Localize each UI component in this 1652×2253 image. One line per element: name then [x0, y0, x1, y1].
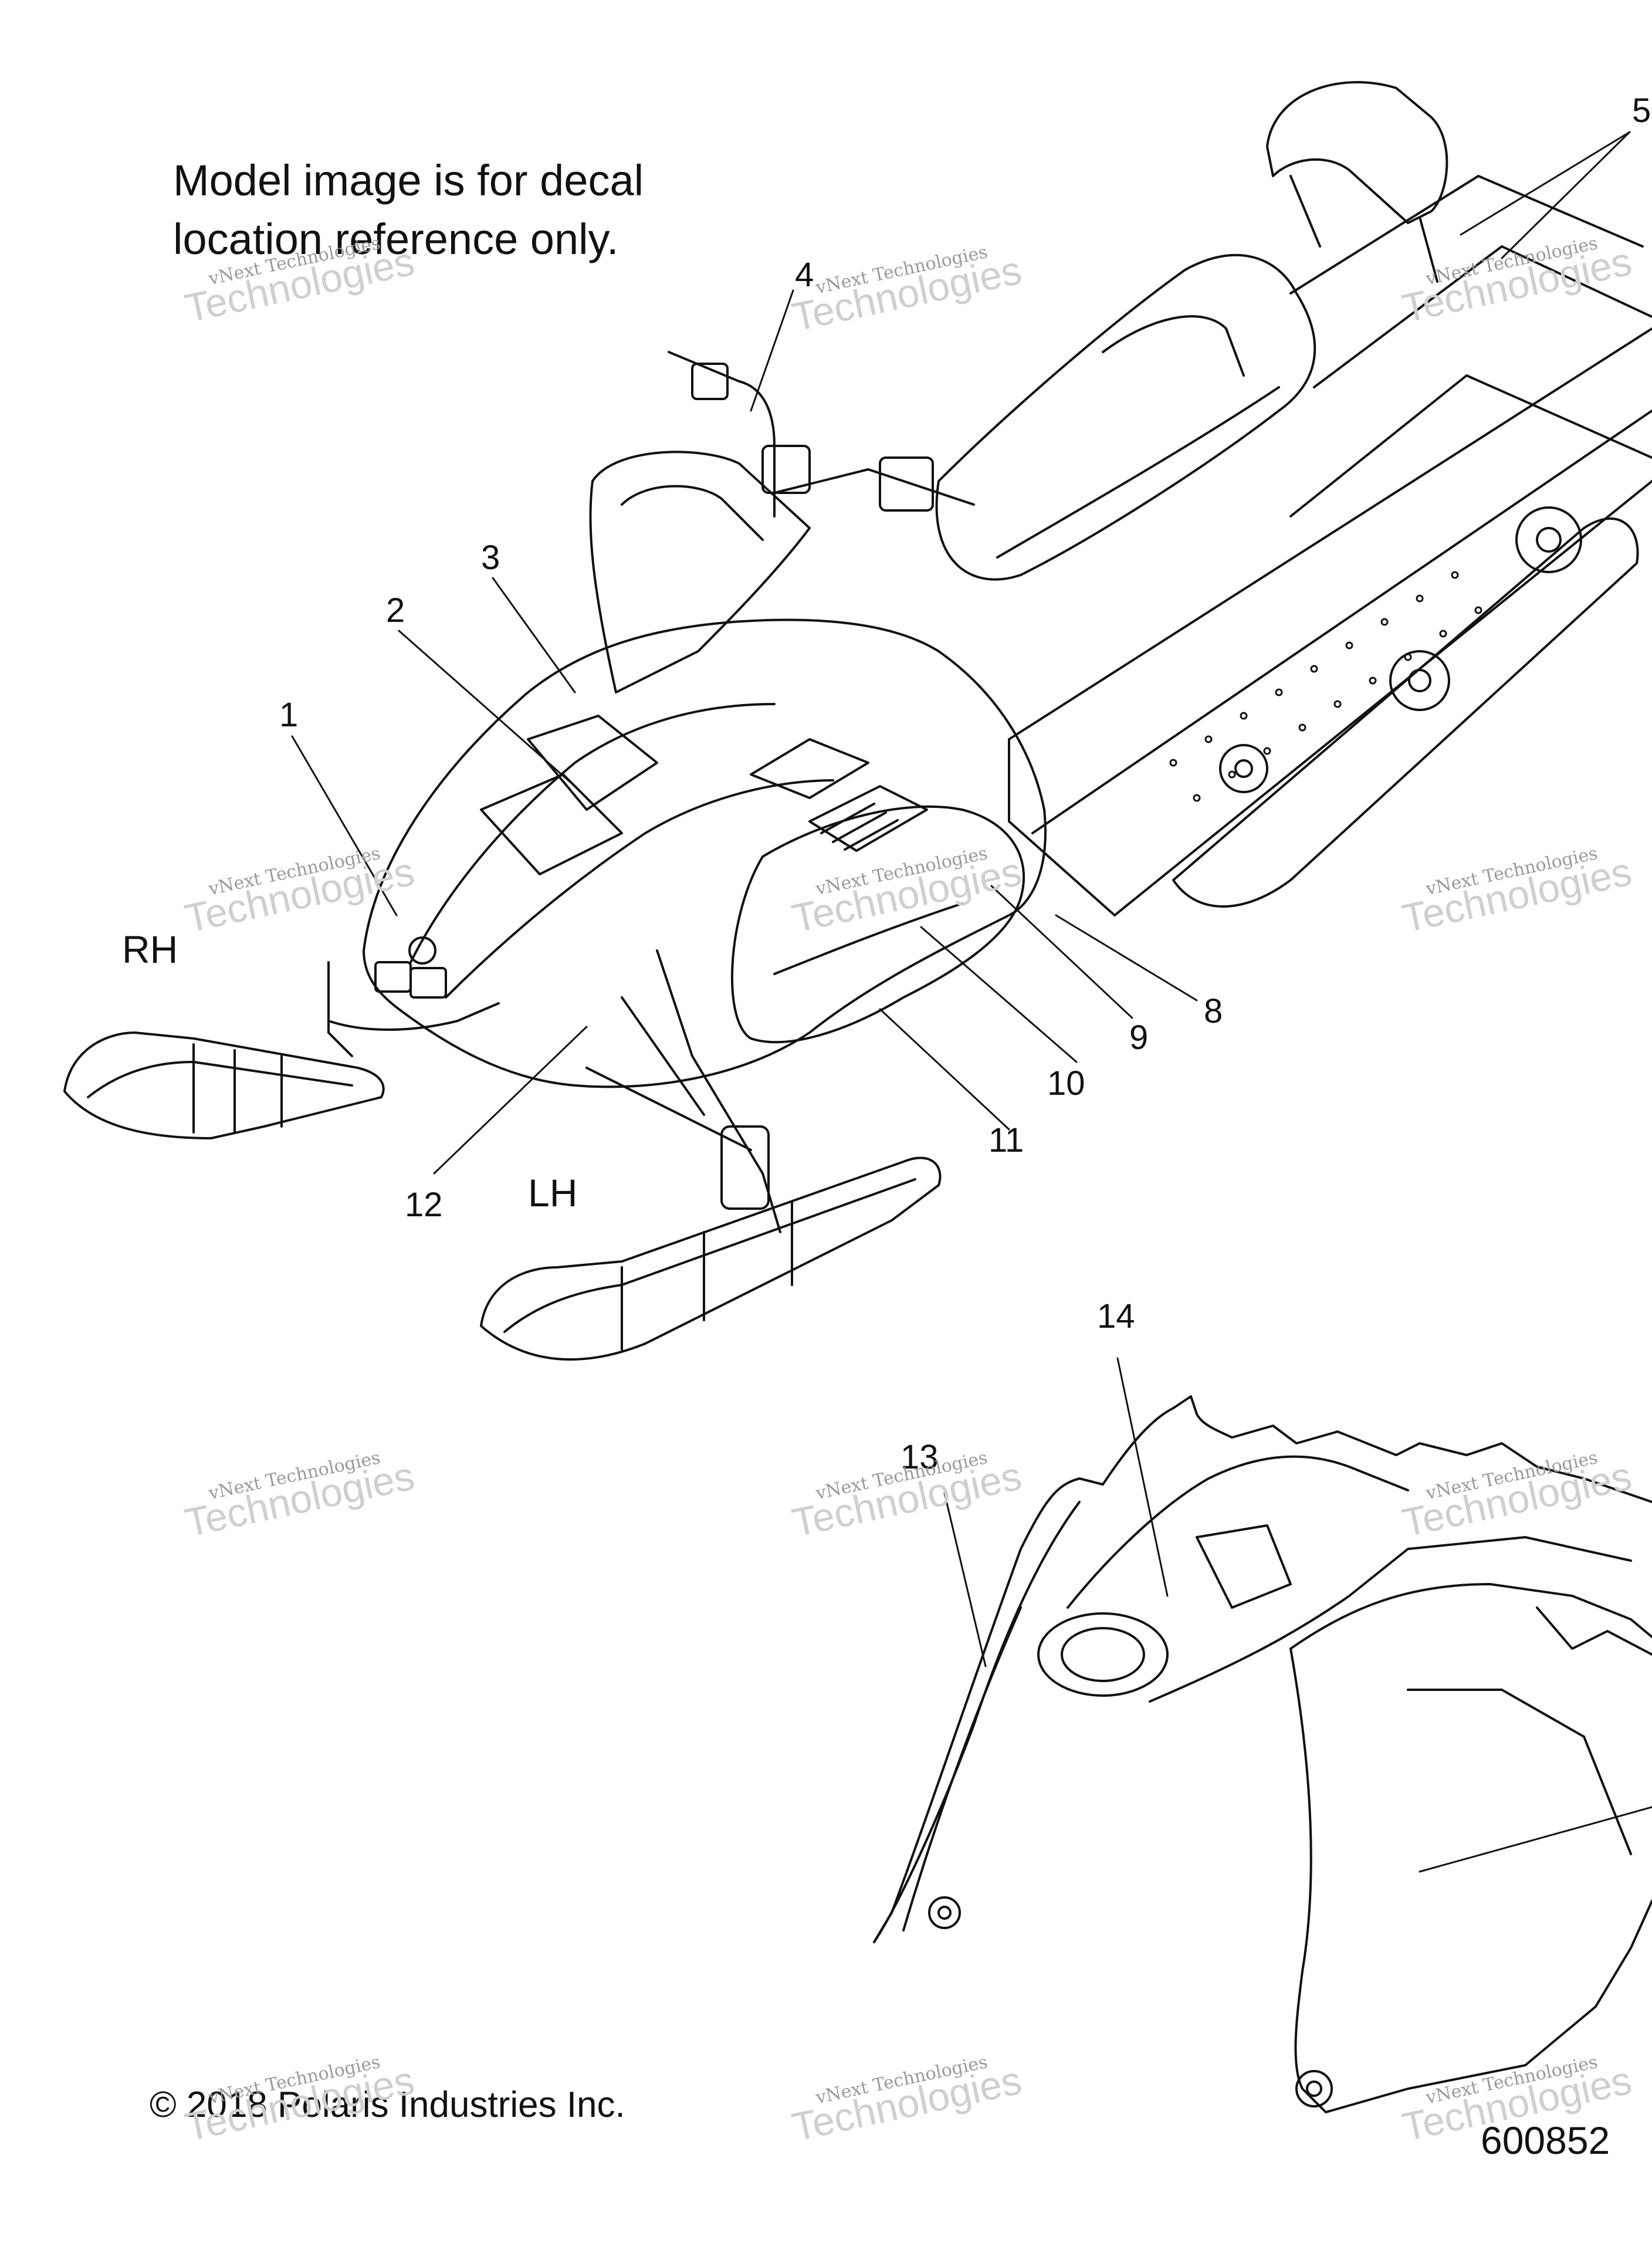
hood-side-panel-outline [873, 1395, 1652, 2113]
callout-10: 10 [1047, 1064, 1085, 1102]
document-number: 600852 [1481, 2119, 1610, 2162]
copyright-notice: © 2018 Polaris Industries Inc. [150, 2085, 625, 2125]
callout-leaders-lower [943, 1357, 1652, 1873]
callout-12: 12 [405, 1186, 443, 1224]
callout-13: 13 [901, 1438, 939, 1476]
callout-2: 2 [386, 591, 405, 630]
reference-note-line-1: Model image is for decal [173, 156, 644, 205]
reference-note-line-2: location reference only. [173, 215, 619, 263]
callout-11: 11 [989, 1121, 1024, 1159]
callout-8: 8 [1204, 992, 1223, 1030]
callout-3: 3 [481, 539, 500, 577]
callout-14: 14 [1097, 1297, 1135, 1335]
callout-9: 9 [1129, 1019, 1149, 1057]
callout-1: 1 [279, 696, 299, 734]
side-label-lh: LH [528, 1171, 578, 1215]
reference-note: Model image is for decal location refere… [173, 151, 644, 269]
snowmobile-outline [63, 81, 1652, 1361]
side-label-rh: RH [122, 928, 178, 971]
callout-leaders-upper [291, 131, 1631, 1175]
callout-4: 4 [795, 256, 814, 294]
callout-5: 5 [1632, 92, 1651, 130]
